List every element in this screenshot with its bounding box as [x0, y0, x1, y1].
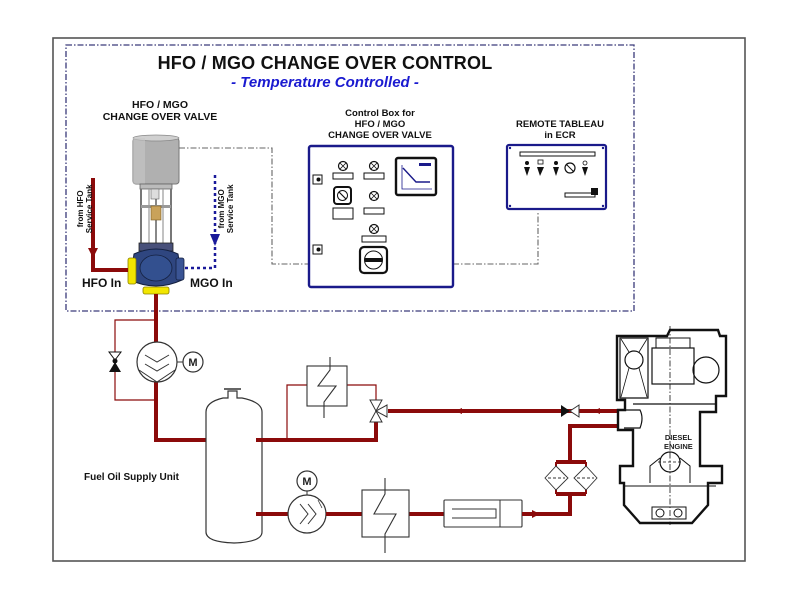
control-box-label: Control Box for HFO / MGO CHANGE OVER VA… [305, 108, 455, 142]
signal-line-valve [179, 147, 308, 265]
diesel-engine[interactable] [615, 326, 728, 525]
relief-valve[interactable] [108, 351, 122, 372]
label-line: Control Box for [345, 108, 415, 119]
cooler-loop-line [286, 384, 377, 440]
from-mgo-service-tank-label: from MGO Service Tank [217, 179, 236, 239]
mixing-tank[interactable] [205, 388, 263, 544]
hfo-flange [127, 257, 137, 285]
cooler[interactable] [306, 357, 348, 418]
fuel-oil-supply-unit-label: Fuel Oil Supply Unit [84, 472, 179, 483]
indicator-lamp [337, 160, 349, 172]
control-box[interactable] [307, 144, 455, 289]
control-boundary [65, 44, 635, 312]
signal-line-remote [453, 212, 539, 265]
temperature-controller-display [394, 156, 438, 197]
motor-label: M [188, 357, 197, 369]
main-switch [358, 245, 389, 275]
mgo-flow-arrow [210, 234, 220, 246]
remote-tableau[interactable] [505, 143, 608, 211]
heater[interactable] [361, 478, 410, 553]
indicator-lamp [368, 160, 380, 172]
change-over-valve[interactable] [127, 134, 185, 295]
label-line: CHANGE OVER VALVE [328, 129, 432, 141]
viscosity-sensor[interactable] [443, 499, 523, 528]
diesel-engine-label: DIESEL ENGINE [664, 433, 693, 451]
return-valve[interactable] [561, 404, 580, 418]
booster-pump[interactable]: M [287, 470, 327, 534]
indicator-lamp [368, 223, 380, 235]
diagram-subtitle: - Temperature Controlled - [231, 74, 419, 91]
hfo-in-label: HFO In [82, 276, 122, 290]
motor-label: M [302, 476, 311, 488]
label-line: Service Tank [85, 184, 94, 234]
tank-to-3way-pipe [256, 418, 378, 442]
label-line: CHANGE OVER VALVE [102, 111, 218, 124]
label-line: REMOTE TABLEAU [516, 119, 604, 130]
diagram-title: HFO / MGO CHANGE OVER CONTROL [157, 53, 493, 73]
label-line: HFO / MGO [132, 99, 188, 111]
mgo-inlet-line [184, 175, 217, 270]
outer-frame [52, 37, 746, 562]
hfo-flow-arrow [88, 248, 98, 258]
from-hfo-service-tank-label: from HFO Service Tank [76, 179, 95, 239]
motor-icon [182, 351, 204, 373]
remote-tableau-label: REMOTE TABLEAU in ECR [495, 119, 625, 142]
label-line: Service Tank [226, 184, 235, 234]
supply-pump[interactable]: M [136, 341, 204, 383]
remote-indicators [524, 159, 588, 176]
engine-supply-pipe [568, 424, 625, 462]
label-line: ENGINE [664, 441, 693, 451]
mgo-in-label: MGO In [190, 276, 233, 290]
filter-feed-pipe [522, 494, 572, 516]
motor-icon [296, 470, 318, 492]
duplex-filter[interactable] [544, 460, 598, 496]
hfo-inlet-pipe [91, 178, 128, 272]
label-line: DIESEL [664, 433, 692, 442]
indicator-lamp [368, 190, 380, 202]
label-line: HFO / MGO [354, 118, 406, 130]
three-way-valve[interactable] [369, 399, 388, 423]
change-over-valve-label: HFO / MGO CHANGE OVER VALVE [95, 99, 225, 123]
label-line: in ECR [544, 129, 576, 141]
